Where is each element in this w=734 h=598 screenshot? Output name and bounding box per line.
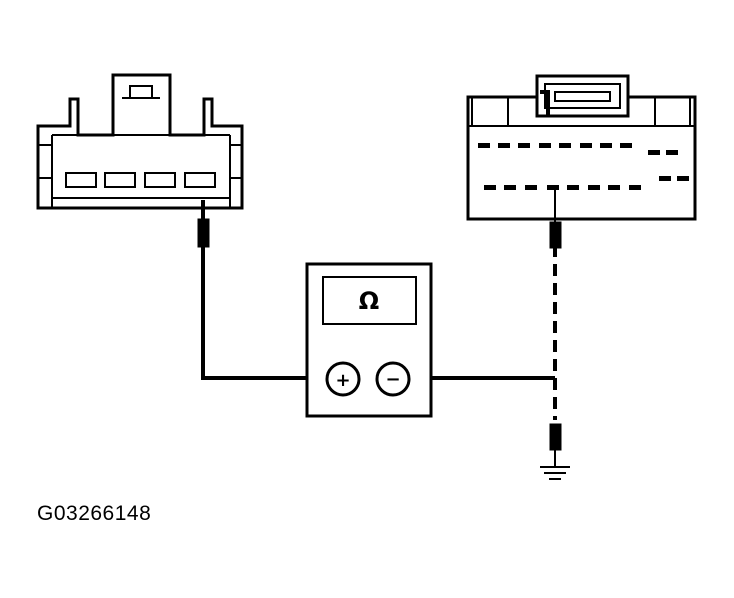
ground-symbol-icon (540, 466, 570, 480)
wire-left-to-meter (201, 200, 327, 380)
terminal-cavity (104, 172, 136, 188)
meter-display (322, 276, 417, 325)
probe-tip-left (197, 205, 210, 248)
meter-display-symbol: Ω (359, 287, 379, 315)
terminal-cavity (65, 172, 97, 188)
left-connector-terminals (65, 172, 216, 188)
ohmmeter-icon: Ω + − (305, 262, 433, 418)
right-connector-terminals (478, 143, 689, 190)
right-connector-icon (466, 74, 697, 221)
left-connector-icon (36, 73, 244, 210)
ground-probe (549, 423, 562, 466)
negative-terminal-label: − (385, 369, 400, 390)
negative-jack (375, 361, 411, 397)
positive-terminal-label: + (335, 370, 350, 391)
terminal-cavity (184, 172, 216, 188)
terminal-cavity (144, 172, 176, 188)
positive-jack (325, 361, 361, 397)
probe-tip-right (549, 190, 562, 249)
figure-id: G03266148 (37, 502, 152, 525)
